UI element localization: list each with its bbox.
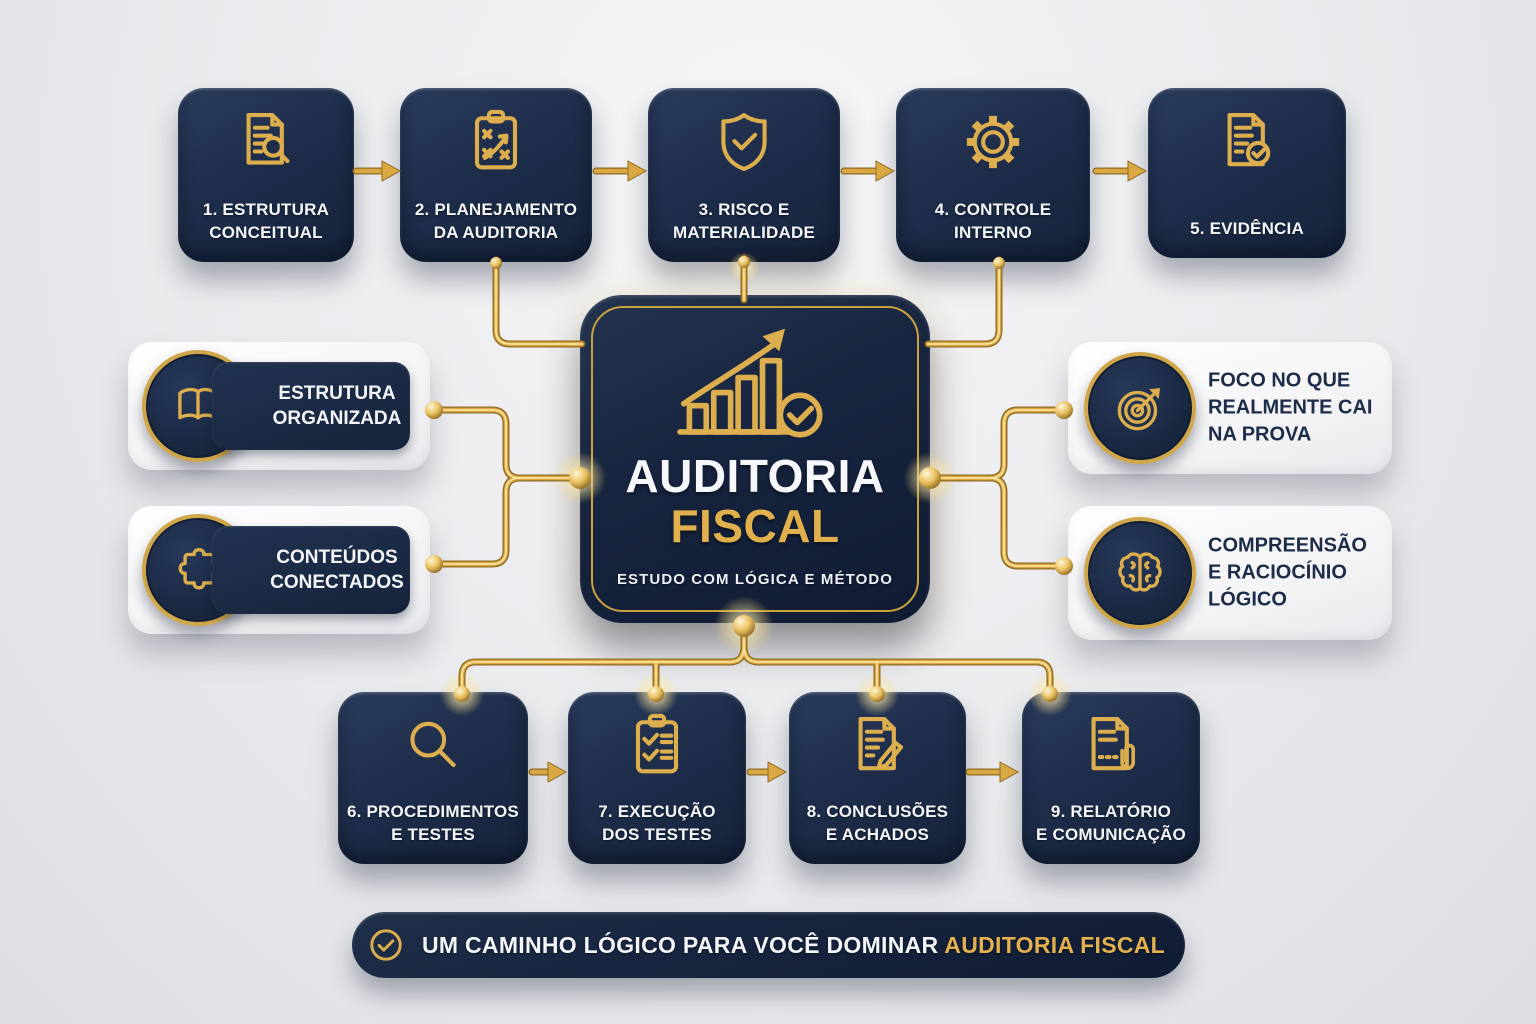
brain-icon <box>1084 517 1196 629</box>
benefit-card-foco: FOCO NO QUE REALMENTE CAI NA PROVA <box>1068 342 1392 474</box>
step-1-label: 1. ESTRUTURA CONCEITUAL <box>202 200 330 242</box>
checklist-clipboard-icon <box>635 713 679 774</box>
step-2-label: 2. PLANEJAMENTO DA AUDITORIA <box>414 200 578 242</box>
step-4-box: 4. CONTROLE INTERNO <box>896 88 1090 262</box>
central-title-line2: FISCAL <box>670 499 840 552</box>
step-9-label: 9. RELATÓRIO E COMUNICAÇÃO <box>1036 802 1186 844</box>
document-check-icon <box>1227 113 1271 167</box>
benefit-label: ESTRUTURA ORGANIZADA <box>272 382 402 429</box>
step-1-box: 1. ESTRUTURA CONCEITUAL <box>178 88 354 262</box>
step-8-box: 8. CONCLUSÕES E ACHADOS <box>789 692 966 864</box>
benefit-card-conteudos: CONTEÚDOS CONECTADOS <box>128 506 430 634</box>
benefit-label: FOCO NO QUE REALMENTE CAI NA PROVA <box>1208 369 1373 446</box>
tagline-white: UM CAMINHO LÓGICO PARA VOCÊ DOMINAR <box>421 931 939 958</box>
benefit-pill: CONTEÚDOS CONECTADOS <box>212 526 410 614</box>
document-clip-icon <box>1091 717 1135 771</box>
benefit-label: COMPREENSÃO E RACIOCÍNIO LÓGICO <box>1208 534 1367 611</box>
benefit-pill: ESTRUTURA ORGANIZADA <box>212 362 410 450</box>
central-title-line1: AUDITORIA <box>625 450 885 502</box>
step-2-box: 2. PLANEJAMENTO DA AUDITORIA <box>400 88 592 262</box>
benefit-card-estrutura: ESTRUTURA ORGANIZADA <box>128 342 430 470</box>
step-5-label: 5. EVIDÊNCIA <box>1190 218 1304 238</box>
central-subtitle: ESTUDO COM LÓGICA E MÉTODO <box>616 570 894 588</box>
step-3-box: 3. RISCO E MATERIALIDADE <box>648 88 840 262</box>
step-4-label: 4. CONTROLE INTERNO <box>934 200 1052 242</box>
magnifier-icon <box>410 721 456 768</box>
document-search-icon <box>246 113 290 165</box>
step-7-label: 7. EXECUÇÃO DOS TESTES <box>598 802 716 844</box>
document-pencil-icon <box>858 717 903 771</box>
central-topic-box: AUDITORIA FISCAL ESTUDO COM LÓGICA E MÉT… <box>580 295 930 623</box>
benefit-card-compreensao: COMPREENSÃO E RACIOCÍNIO LÓGICO <box>1068 506 1392 640</box>
step-6-box: 6. PROCEDIMENTOS E TESTES <box>338 692 528 864</box>
step-9-box: 9. RELATÓRIO E COMUNICAÇÃO <box>1022 692 1200 864</box>
tagline-banner: UM CAMINHO LÓGICO PARA VOCÊ DOMINAR AUDI… <box>352 912 1185 978</box>
step-7-box: 7. EXECUÇÃO DOS TESTES <box>568 692 746 864</box>
check-circle-icon <box>370 929 402 961</box>
step-3-label: 3. RISCO E MATERIALIDADE <box>672 200 816 242</box>
tagline-highlight: AUDITORIA FISCAL <box>944 931 1166 958</box>
step-8-label: 8. CONCLUSÕES E ACHADOS <box>806 802 949 844</box>
gear-icon <box>966 115 1020 169</box>
strategy-clipboard-icon <box>474 109 518 170</box>
step-5-box: 5. EVIDÊNCIA <box>1148 88 1346 258</box>
step-6-label: 6. PROCEDIMENTOS E TESTES <box>347 802 519 844</box>
target-icon <box>1084 352 1196 464</box>
benefit-label: CONTEÚDOS CONECTADOS <box>270 546 404 593</box>
shield-check-icon <box>721 113 767 171</box>
growth-chart-check-icon <box>677 328 823 438</box>
tagline-text: UM CAMINHO LÓGICO PARA VOCÊ DOMINAR AUDI… <box>422 932 1165 959</box>
